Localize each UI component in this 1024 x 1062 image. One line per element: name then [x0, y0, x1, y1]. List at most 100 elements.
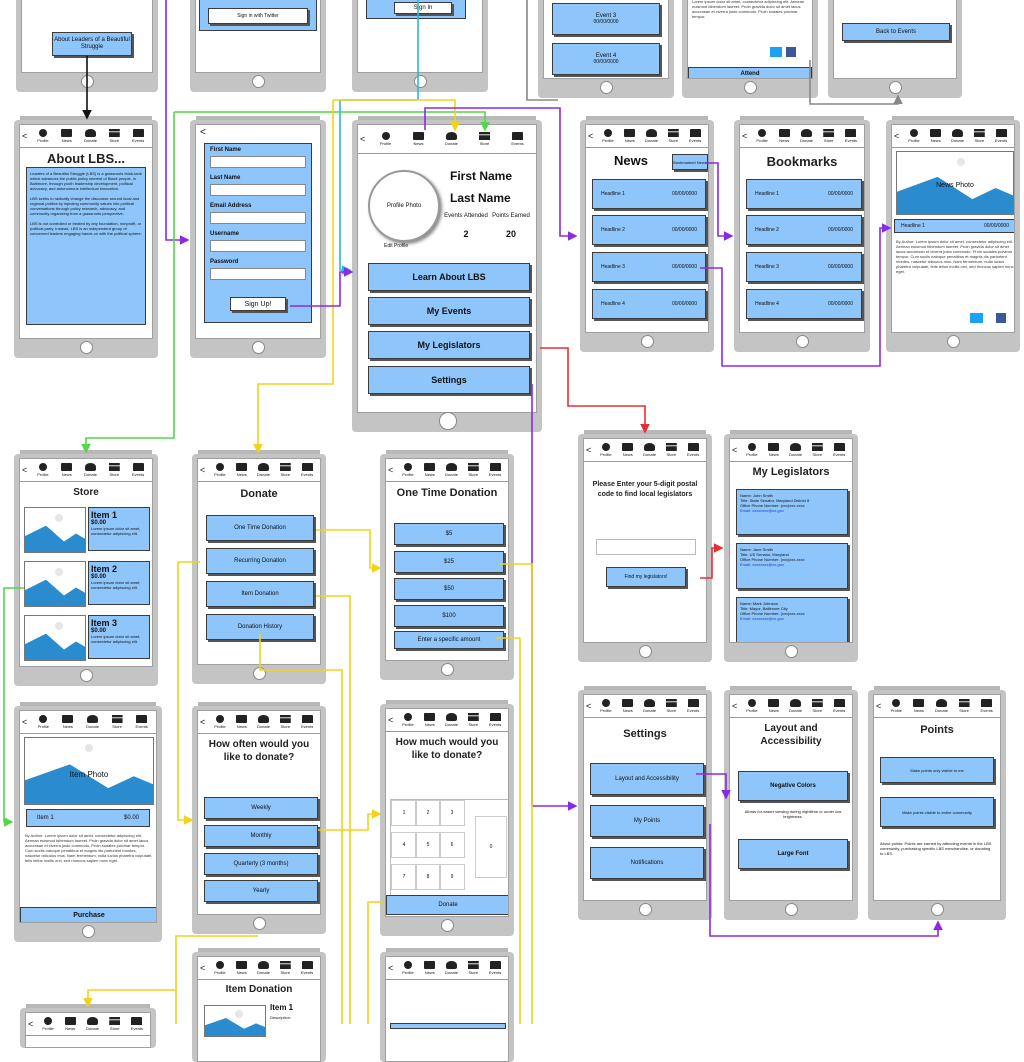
nav-item-news[interactable]: News [773, 129, 795, 143]
home-button[interactable] [947, 335, 960, 348]
nav-item-news[interactable]: News [55, 129, 79, 143]
nav-item-profile[interactable]: Profile [885, 699, 908, 713]
store-item-1[interactable]: Item 1 $0.00 Lorem ipsum dolor sit amet,… [24, 507, 150, 553]
nav-item-news[interactable]: News [231, 715, 253, 729]
nav-item-profile[interactable]: Profile [397, 713, 419, 727]
nav-item-news[interactable]: News [55, 463, 79, 477]
nav-item-profile[interactable]: Profile [397, 961, 419, 975]
back-icon[interactable]: < [360, 133, 366, 144]
key-5[interactable]: 5 [415, 832, 441, 858]
nav-item-news[interactable]: News [231, 463, 253, 477]
nav-item-store[interactable]: Store [274, 961, 296, 975]
email-field[interactable] [210, 212, 306, 224]
twitter-icon[interactable] [970, 313, 983, 323]
sign-up-button[interactable]: Sign Up! [230, 297, 286, 311]
nav-item-news[interactable]: News [59, 1017, 81, 1031]
nav-item-donate[interactable]: Donate [930, 699, 953, 713]
nav-item-donate[interactable]: Donate [81, 1017, 103, 1031]
event-3-row[interactable]: Event 3 00/00/0000 [552, 3, 660, 35]
nav-item-news[interactable]: News [56, 715, 81, 729]
bookmarked-news-button[interactable]: Bookmarked News [672, 154, 708, 170]
nav-item-profile[interactable]: Profile [369, 132, 402, 146]
nav-item-events[interactable]: Events [484, 463, 506, 477]
nav-item-news[interactable]: News [617, 699, 639, 713]
nav-item-events[interactable]: Events [484, 713, 506, 727]
nav-item-news[interactable]: News [231, 961, 253, 975]
nav-item-profile[interactable]: Profile [903, 129, 925, 143]
twitter-icon[interactable] [770, 47, 782, 57]
home-button[interactable] [441, 919, 454, 932]
key-3[interactable]: 3 [439, 800, 465, 826]
nav-item-news[interactable]: News [419, 463, 441, 477]
back-icon[interactable]: < [388, 714, 394, 725]
nav-item-store[interactable]: Store [462, 961, 484, 975]
nav-item-donate[interactable]: Donate [435, 132, 468, 146]
back-icon[interactable]: < [200, 127, 206, 138]
amount-25-button[interactable]: $25 [394, 551, 504, 573]
key-2[interactable]: 2 [415, 800, 441, 826]
nav-item-donate[interactable]: Donate [441, 713, 463, 727]
nav-item-store[interactable]: Store [462, 713, 484, 727]
back-icon[interactable]: < [200, 464, 206, 475]
negative-colors-toggle[interactable]: Negative Colors [738, 771, 848, 801]
home-button[interactable] [81, 75, 94, 88]
item-donation-button[interactable]: Item Donation [206, 581, 314, 607]
amount-5-button[interactable]: $5 [394, 523, 504, 545]
nav-item-store[interactable]: Store [953, 699, 976, 713]
monthly-button[interactable]: Monthly [204, 825, 318, 847]
twitter-signin-button[interactable]: Sign in with Twitter [208, 8, 308, 24]
nav-item-events[interactable]: Events [126, 1017, 148, 1031]
home-button[interactable] [82, 925, 95, 938]
recurring-donation-button[interactable]: Recurring Donation [206, 548, 314, 574]
nav-item-store[interactable]: Store [660, 699, 682, 713]
specific-amount-button[interactable]: Enter a specific amount [394, 631, 504, 649]
home-button[interactable] [441, 663, 454, 676]
postal-code-input[interactable] [596, 539, 696, 555]
nav-item-store[interactable]: Store [274, 463, 296, 477]
last-name-field[interactable] [210, 184, 306, 196]
nav-item-events[interactable]: Events [682, 699, 704, 713]
nav-item-profile[interactable]: Profile [31, 715, 56, 729]
nav-item-profile[interactable]: Profile [741, 699, 763, 713]
nav-item-news[interactable]: News [763, 443, 785, 457]
nav-item-donate[interactable]: Donate [639, 699, 661, 713]
first-name-field[interactable] [210, 156, 306, 168]
nav-item-events[interactable]: Events [296, 715, 318, 729]
key-0[interactable]: 0 [475, 816, 507, 878]
nav-item-donate[interactable]: Donate [253, 715, 275, 729]
nav-item-profile[interactable]: Profile [595, 443, 617, 457]
home-button[interactable] [439, 412, 457, 430]
home-button[interactable] [600, 81, 613, 94]
nav-item-events[interactable]: Events [684, 129, 706, 143]
legislator-card-3[interactable]: Name: Mark Johnson Title: Mayor, Baltimo… [736, 597, 848, 642]
donation-history-button[interactable]: Donation History [206, 614, 314, 640]
purchase-button[interactable]: Purchase [20, 907, 156, 922]
nav-item-donate[interactable]: Donate [641, 129, 663, 143]
back-icon[interactable]: < [586, 700, 592, 711]
nav-item-events[interactable]: Events [828, 443, 850, 457]
back-icon[interactable]: < [586, 444, 592, 455]
home-button[interactable] [785, 903, 798, 916]
back-icon[interactable]: < [22, 716, 28, 727]
back-icon[interactable]: < [28, 1018, 34, 1029]
nav-item-events[interactable]: Events [990, 129, 1012, 143]
profile-photo[interactable]: Profile Photo [368, 170, 440, 242]
nav-item-profile[interactable]: Profile [37, 1017, 59, 1031]
home-button[interactable] [785, 645, 798, 658]
nav-item-profile[interactable]: Profile [597, 129, 619, 143]
back-icon[interactable]: < [22, 130, 28, 141]
home-button[interactable] [639, 903, 652, 916]
store-item-2[interactable]: Item 2 $0.00 Lorem ipsum dolor sit amet,… [24, 561, 150, 607]
home-button[interactable] [744, 81, 757, 94]
key-8[interactable]: 8 [415, 864, 441, 890]
nav-item-profile[interactable]: Profile [209, 715, 231, 729]
home-button[interactable] [641, 335, 654, 348]
home-button[interactable] [639, 645, 652, 658]
find-legislators-button[interactable]: Find my legislators! [606, 567, 686, 587]
home-button[interactable] [252, 341, 265, 354]
